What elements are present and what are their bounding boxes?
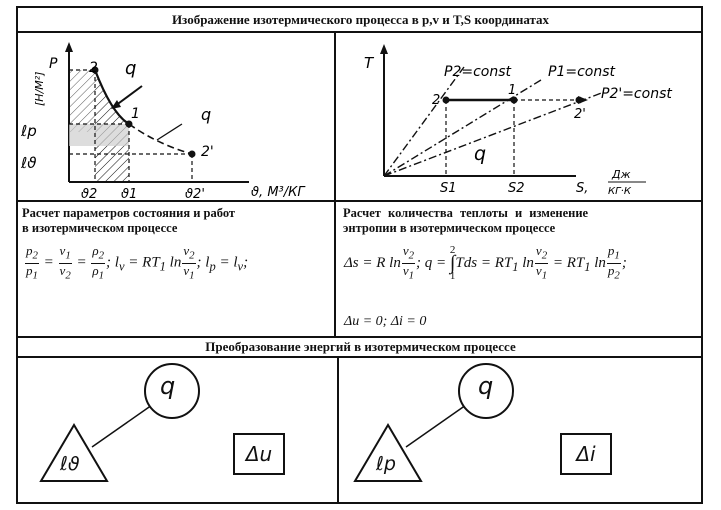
work-triangle-right [353,423,423,482]
pv-point-2 [91,66,99,74]
energy-diagram-right [353,363,514,482]
heat-circle-right [458,363,514,419]
right-calc-bottom-eq: Δu = 0; Δi = 0 [344,314,427,329]
pv-axis-x-label: ϑ, M³/КГ [251,185,306,200]
heat-circle-left [144,363,200,419]
ts-line-p2-label: P2=const [444,64,512,80]
pv-axis-y-unit: [H/M²] [33,72,46,106]
pv-point-2prime [188,150,196,158]
pv-tick-v2prime: ϑ2' [185,187,205,200]
ts-axis-x-label: S, [576,181,588,196]
heat-circle-right-label: q [478,372,494,400]
right-calc-heading: Расчет количества теплоты и изменение эн… [343,206,699,236]
pv-tick-v2: ϑ2 [81,187,97,200]
enthalpy-label: Δi [576,442,596,466]
pv-point-1 [125,120,133,128]
left-calc-heading-line1: Расчет параметров состояния и работ [22,206,236,220]
pv-work-v-label: ℓϑ [20,154,36,172]
work-triangle-right-label: ℓp [376,453,396,475]
ts-diagram: T P2=const P1=const P2'=const 2 1 2' q S… [364,44,672,197]
poster-frame [16,6,703,504]
pv-tick-v1: ϑ1 [121,187,137,200]
pv-heat-label-2: q [201,105,211,124]
ts-point-1 [510,96,518,104]
right-calc-heading-line1: Расчет количества теплоты и изменение [343,206,589,220]
ts-point-2prime-label: 2' [574,107,586,122]
pv-point-1-label: 1 [131,106,140,122]
left-calc-heading: Расчет параметров состояния и работ в из… [22,206,327,236]
pv-heat-label: q [125,58,136,79]
ts-heat-label: q [474,143,486,165]
energy-diagram-left [39,363,200,482]
heat-circle-left-label: q [160,372,176,400]
ts-line-p2prime-label: P2'=const [601,86,672,102]
ts-line-p1-label: P1=const [548,64,616,80]
ts-tick-s2: S2 [508,181,525,196]
ts-point-2-label: 2 [432,93,440,108]
pv-axis-y-label: P [49,56,58,72]
pv-point-2-label: 2 [89,60,98,76]
ts-point-1-label: 1 [508,83,516,98]
divider-top-middle [334,31,336,336]
divider-header [16,31,703,33]
ts-point-2 [442,96,450,104]
ts-isobar-p2 [383,66,465,177]
pv-isotherm [93,69,130,125]
divider-diagrams [16,200,703,202]
pv-isotherm-ext [128,123,193,155]
ts-tick-s1: S1 [440,181,457,196]
enthalpy-box: Δi [560,433,612,475]
pv-work-p-label: ℓp [20,122,37,140]
ts-axis-y-label: T [364,54,375,72]
ts-unit-den: КГ·К [608,186,632,197]
pv-point-2prime-label: 2' [201,144,214,160]
work-triangle-left [39,423,109,482]
right-calc-heading-line2: энтропии в изотермическом процессе [343,221,556,235]
divider-bottom-middle [337,356,339,504]
divider-calc [16,336,703,338]
pv-diagram: P [H/M²] 2 1 2' q q ℓp ℓϑ ϑ2 ϑ1 ϑ2' ϑ, M… [20,42,306,200]
ts-unit-num: Дж [611,168,631,181]
ts-isobar-p2prime [383,91,605,177]
ts-point-2prime [575,96,583,104]
work-triangle-left-label: ℓϑ [60,453,80,475]
divider-energy-title [16,356,703,358]
ts-isobar-p1 [383,79,542,177]
internal-energy-box: Δu [233,433,285,475]
energy-title: Преобразование энергий в изотермическом … [205,339,516,354]
left-calc-heading-line2: в изотермическом процессе [22,221,178,235]
internal-energy-label: Δu [245,442,273,466]
page-title: Изображение изотермического процесса в p… [171,12,550,27]
